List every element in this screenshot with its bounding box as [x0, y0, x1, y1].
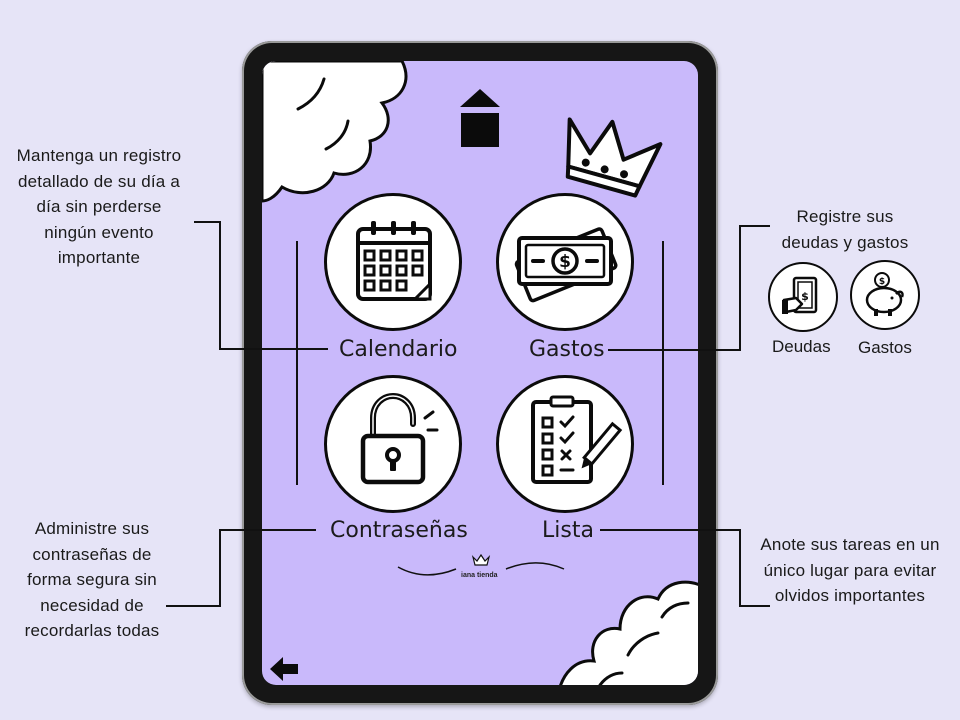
- calendar-icon: [356, 221, 432, 301]
- savings-label[interactable]: Gastos: [858, 338, 912, 357]
- expenses-note: Registre sus deudas y gastos: [781, 207, 909, 252]
- list-note: Anote sus tareas en un único lugar para …: [760, 535, 940, 605]
- home-icon[interactable]: [458, 87, 502, 149]
- crown-icon: [565, 117, 663, 198]
- brand-logo-mark: [397, 553, 565, 576]
- savings-option[interactable]: $: [850, 260, 920, 330]
- expenses-label[interactable]: Gastos: [529, 337, 605, 362]
- debts-option[interactable]: $: [768, 262, 838, 332]
- list-label[interactable]: Lista: [542, 518, 594, 543]
- wallet-icon: $: [782, 276, 818, 314]
- back-arrow-icon[interactable]: [270, 657, 300, 681]
- divider-right: [662, 241, 664, 485]
- calendar-note: Mantenga un registro detallado de su día…: [16, 146, 182, 267]
- passwords-note: Administre sus contraseñas de forma segu…: [24, 519, 160, 640]
- brand-name: iana tienda: [461, 572, 498, 579]
- checklist-icon: [531, 395, 623, 484]
- padlock-icon: [360, 392, 439, 485]
- debts-label[interactable]: Deudas: [772, 337, 831, 356]
- svg-text:$: $: [801, 290, 809, 303]
- piggy-bank-icon: $: [865, 272, 904, 316]
- cloud-decoration-top: [262, 61, 408, 203]
- cloud-decoration-bottom: [559, 580, 698, 685]
- expenses-button[interactable]: $: [496, 193, 634, 331]
- passwords-button[interactable]: [324, 375, 462, 513]
- calendar-button[interactable]: [324, 193, 462, 331]
- svg-text:$: $: [879, 277, 885, 287]
- calendar-label[interactable]: Calendario: [339, 337, 458, 362]
- list-button[interactable]: [496, 375, 634, 513]
- divider-left: [296, 241, 298, 485]
- passwords-label[interactable]: Contraseñas: [330, 518, 468, 543]
- money-icon: $: [514, 227, 618, 303]
- svg-text:$: $: [559, 252, 571, 272]
